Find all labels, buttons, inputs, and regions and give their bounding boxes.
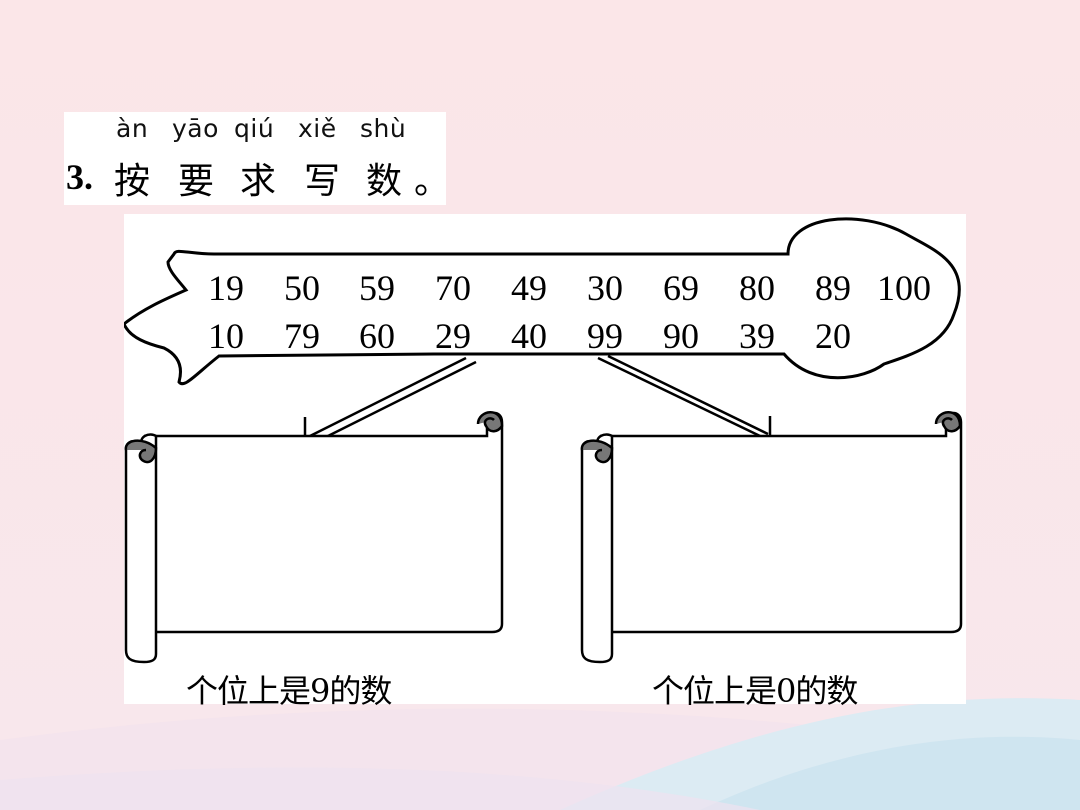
pinyin-syllable: yāo [172, 114, 219, 143]
pinyin-line: àn yāo qiú xiě shù [64, 114, 446, 150]
exercise-title: àn yāo qiú xiě shù 3. 按 要 求 写 数 。 [64, 112, 450, 205]
cloud-number: 10 [208, 316, 244, 356]
title-char: 要 [178, 161, 215, 202]
cloud-number: 69 [663, 268, 699, 308]
pinyin-syllable: xiě [298, 114, 337, 143]
cloud-number: 30 [587, 268, 623, 308]
cloud-number: 79 [284, 316, 320, 356]
cloud-number: 50 [284, 268, 320, 308]
scroll-right-caption: 个位上是0的数 [652, 672, 858, 710]
cloud-number: 49 [511, 268, 547, 308]
scroll-right [580, 411, 963, 664]
cloud-number: 89 [815, 268, 851, 308]
figure-drawing [124, 217, 963, 664]
cloud-number: 39 [739, 316, 775, 356]
cloud-number: 19 [208, 268, 244, 308]
cloud-number: 20 [815, 316, 851, 356]
number-cloud [124, 217, 961, 386]
cloud-number: 90 [663, 316, 699, 356]
pinyin-syllable: shù [360, 114, 407, 143]
pinyin-syllable: àn [116, 114, 149, 143]
title-char: 。 [414, 161, 451, 202]
cloud-number: 100 [877, 268, 931, 308]
cloud-number: 99 [587, 316, 623, 356]
title-char: 数 [366, 161, 403, 202]
arrow-right [597, 354, 772, 442]
title-char: 按 [114, 161, 151, 202]
cloud-number: 70 [435, 268, 471, 308]
sorting-figure: 19 50 59 70 49 30 69 80 89 100 10 79 60 … [124, 214, 966, 710]
cloud-number: 59 [359, 268, 395, 308]
cloud-number: 60 [359, 316, 395, 356]
cloud-number: 29 [435, 316, 471, 356]
title-char: 写 [304, 161, 341, 202]
pinyin-syllable: qiú [234, 114, 275, 143]
scroll-left-caption: 个位上是9的数 [186, 672, 392, 710]
arrow-left [303, 356, 477, 442]
question-number: 3. [66, 157, 93, 197]
cloud-number: 40 [511, 316, 547, 356]
scroll-left [124, 411, 504, 664]
cloud-number: 80 [739, 268, 775, 308]
title-char: 求 [240, 161, 277, 202]
